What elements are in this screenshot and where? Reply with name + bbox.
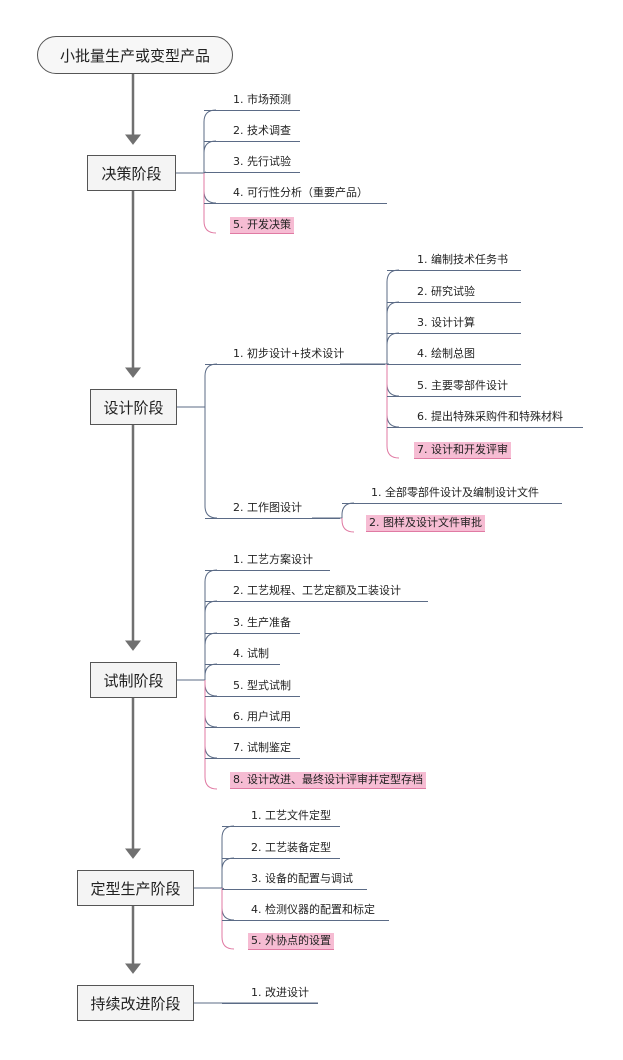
decision-item: 1. 市场预测 [233, 93, 291, 106]
branch-line [222, 889, 367, 890]
stage-improvement-node: 持续改进阶段 [77, 985, 194, 1021]
stage-design-node: 设计阶段 [90, 389, 177, 425]
branch-line [387, 333, 521, 334]
branch-connector [221, 888, 235, 950]
design-item: 1. 初步设计+技术设计 [233, 347, 345, 360]
flow-arrowhead [124, 963, 142, 974]
decision-item: 4. 可行性分析（重要产品） [233, 186, 368, 199]
flow-arrowhead [124, 640, 142, 651]
branch-line [387, 270, 521, 271]
branch-line [205, 696, 300, 697]
trial-item: 4. 试制 [233, 647, 269, 660]
improvement-item: 1. 改进设计 [251, 986, 309, 999]
branch-line [204, 172, 300, 173]
trial-item: 5. 型式试制 [233, 679, 291, 692]
branch-connector [221, 888, 235, 921]
branch-line [222, 858, 340, 859]
branch-line [387, 302, 521, 303]
production-item: 3. 设备的配置与调试 [251, 872, 353, 885]
stage-decision-label: 决策阶段 [101, 164, 162, 183]
branch-line [205, 664, 280, 665]
branch-line [205, 758, 300, 759]
design-subitem: 1. 全部零部件设计及编制设计文件 [371, 486, 539, 499]
branch-connector [204, 407, 218, 519]
branch-connector [203, 173, 217, 234]
root-node-label: 小批量生产或变型产品 [59, 46, 210, 65]
branch-connector [341, 502, 355, 518]
branch-connector [203, 140, 217, 173]
production-item: 4. 检测仪器的配置和标定 [251, 903, 375, 916]
trial-item: 3. 生产准备 [233, 616, 291, 629]
trial-item: 6. 用户试用 [233, 710, 291, 723]
branch-connector [204, 632, 218, 680]
branch-connector [221, 857, 235, 888]
branch-line [222, 826, 340, 827]
design-subitem: 5. 主要零部件设计 [417, 379, 508, 392]
branch-connector [221, 825, 235, 888]
flow-arrowhead [124, 367, 142, 378]
decision-item: 3. 先行试验 [233, 155, 291, 168]
production-item-highlighted: 5. 外协点的设置 [248, 933, 334, 950]
branch-connector [386, 364, 400, 397]
branch-line [387, 364, 521, 365]
stage-improvement-label: 持续改进阶段 [90, 994, 181, 1013]
branch-connector [386, 364, 400, 459]
trial-item: 1. 工艺方案设计 [233, 553, 313, 566]
branch-line [204, 203, 387, 204]
flow-arrowhead [124, 134, 142, 145]
branch-connector [204, 680, 218, 790]
branch-line [222, 1003, 318, 1004]
flow-arrowhead [124, 848, 142, 859]
stage-production-label: 定型生产阶段 [90, 879, 181, 898]
branch-line [205, 633, 300, 634]
trial-item-highlighted: 8. 设计改进、最终设计评审并定型存档 [230, 772, 426, 789]
branch-connector [386, 332, 400, 364]
branch-line [205, 364, 385, 365]
branch-connector [204, 363, 218, 407]
decision-item: 2. 技术调查 [233, 124, 291, 137]
branch-line [222, 920, 389, 921]
production-item: 2. 工艺装备定型 [251, 841, 331, 854]
design-subitem: 2. 研究试验 [417, 285, 475, 298]
stage-trial-label: 试制阶段 [103, 671, 164, 690]
trial-item: 2. 工艺规程、工艺定额及工装设计 [233, 584, 401, 597]
branch-connector [386, 269, 400, 364]
stage-design-label: 设计阶段 [103, 398, 164, 417]
branch-line [387, 396, 521, 397]
stage-production-node: 定型生产阶段 [77, 870, 194, 906]
stage-trial-node: 试制阶段 [90, 662, 177, 698]
design-subitem: 4. 绘制总图 [417, 347, 475, 360]
root-node: 小批量生产或变型产品 [37, 36, 233, 74]
design-subitem: 6. 提出特殊采购件和特殊材料 [417, 410, 563, 423]
design-item: 2. 工作图设计 [233, 501, 302, 514]
branch-line [387, 427, 583, 428]
design-subitem-highlighted: 2. 图样及设计文件审批 [366, 515, 485, 532]
branch-connector [204, 680, 218, 697]
production-item: 1. 工艺文件定型 [251, 809, 331, 822]
trial-item: 7. 试制鉴定 [233, 741, 291, 754]
branch-line [205, 727, 300, 728]
branch-connector [203, 173, 217, 204]
branch-line [205, 601, 428, 602]
decision-item-highlighted: 5. 开发决策 [230, 217, 294, 234]
design-subitem: 3. 设计计算 [417, 316, 475, 329]
branch-connector [204, 663, 218, 680]
branch-line [342, 503, 562, 504]
design-subitem: 1. 编制技术任务书 [417, 253, 508, 266]
design-subitem-highlighted: 7. 设计和开发评审 [414, 442, 511, 459]
branch-line [205, 570, 330, 571]
branch-line [204, 110, 300, 111]
branch-connector [204, 680, 218, 728]
branch-connector [341, 518, 355, 533]
stage-decision-node: 决策阶段 [87, 155, 176, 191]
branch-line [205, 518, 340, 519]
branch-line [204, 141, 300, 142]
